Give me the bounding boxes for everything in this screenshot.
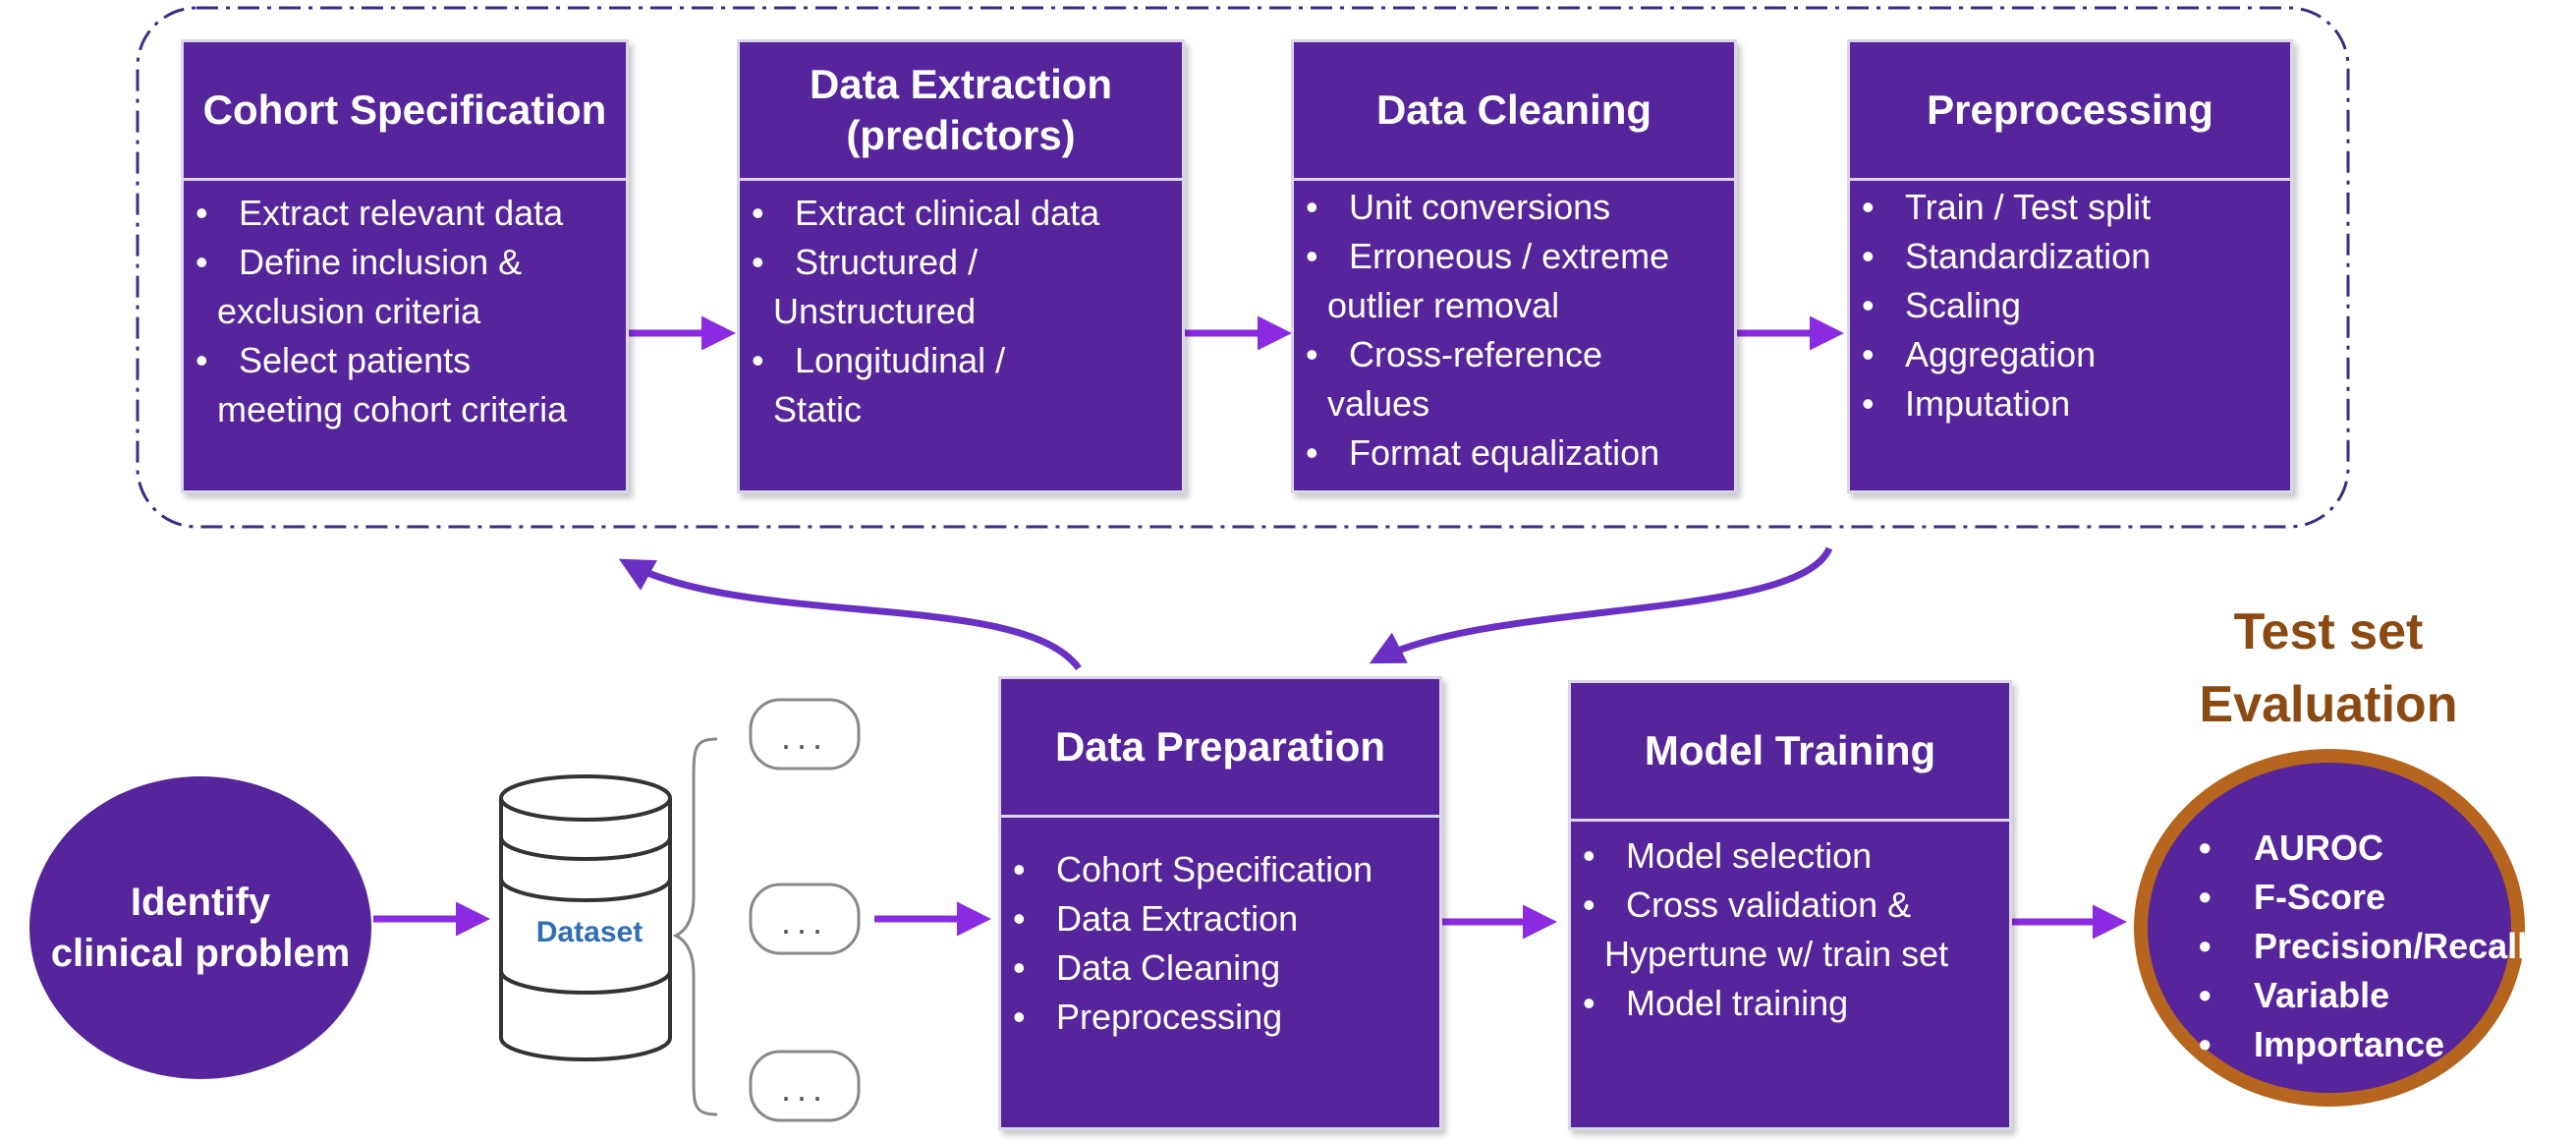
data-preparation-title: Data Preparation — [1001, 679, 1439, 818]
list-item: •Unit conversions — [1306, 187, 1611, 227]
data-extraction-box: Data Extraction (predictors) •Extract cl… — [737, 39, 1185, 493]
list-item: •Define inclusion & — [196, 242, 523, 282]
ellipsis-pill-middle — [749, 883, 861, 955]
list-item: •Structured / — [752, 242, 979, 282]
list-item: •Cross-reference — [1306, 334, 1603, 374]
model-training-body: •Model selection •Cross validation & Hyp… — [1571, 822, 2009, 1127]
preprocessing-box: Preprocessing •Train / Test split •Stand… — [1847, 39, 2293, 493]
data-cleaning-title: Data Cleaning — [1294, 42, 1734, 181]
list-item: •Extract clinical data — [752, 193, 1100, 233]
list-item: •Data Cleaning — [1013, 947, 1281, 988]
list-item: •Train / Test split — [1862, 187, 2152, 227]
model-training-box: Model Training •Model selection •Cross v… — [1568, 680, 2012, 1130]
list-item: •Scaling — [1862, 285, 2022, 325]
identify-clinical-problem-circle: Identify clinical problem — [29, 776, 371, 1079]
data-cleaning-box: Data Cleaning •Unit conversions •Erroneo… — [1291, 39, 1737, 493]
data-extraction-title: Data Extraction (predictors) — [740, 42, 1182, 181]
ellipsis-text-top: ... — [781, 716, 828, 757]
arrow-preparation-to-pipeline — [618, 558, 1082, 671]
list-item: •Preprocessing — [1013, 997, 1283, 1037]
dataset-label: Dataset — [536, 916, 643, 948]
list-item: meeting cohort criteria — [217, 389, 568, 429]
list-item: •Standardization — [1862, 236, 2152, 276]
list-item: •Extract relevant data — [196, 193, 564, 233]
list-item: Static — [773, 389, 863, 429]
list-item: •Cross validation & — [1583, 885, 1912, 925]
list-item: •Format equalization — [1306, 432, 1660, 473]
list-item: •Select patients — [196, 340, 472, 380]
list-item: •Precision/Recall — [2199, 926, 2528, 966]
list-item: •Model training — [1583, 983, 1849, 1023]
list-item: •Longitudinal / — [752, 340, 1006, 380]
evaluation-title: Test set Evaluation — [2199, 603, 2458, 733]
list-item: •Imputation — [1862, 383, 2071, 424]
list-item: •Importance — [2199, 1024, 2445, 1064]
ellipsis-text-bottom: ... — [781, 1068, 828, 1109]
list-item: •F-Score — [2199, 877, 2386, 917]
cohort-specification-title: Cohort Specification — [184, 42, 626, 181]
dataset-cylinder-icon — [499, 774, 672, 1061]
dataset-brace — [672, 737, 718, 1116]
evaluation-circle: •AUROC •F-Score •Precision/Recall •Varia… — [2134, 749, 2527, 1107]
data-extraction-body: •Extract clinical data •Structured / Uns… — [740, 181, 1182, 490]
list-item: •Variable — [2199, 975, 2390, 1015]
evaluation-metrics-list: •AUROC •F-Score •Precision/Recall •Varia… — [2199, 824, 2527, 1069]
list-item: •Cohort Specification — [1013, 849, 1373, 889]
list-item: •AUROC — [2199, 828, 2383, 868]
pipeline-dashed-frame — [136, 6, 2350, 529]
list-item: •Model selection — [1583, 835, 1873, 876]
list-item: •Aggregation — [1862, 334, 2097, 374]
arrow-pipeline-to-preparation — [1369, 546, 1833, 664]
preprocessing-body: •Train / Test split •Standardization •Sc… — [1850, 181, 2290, 490]
list-item: Hypertune w/ train set — [1604, 934, 1949, 974]
ellipsis-pill-top — [749, 698, 861, 771]
model-training-title: Model Training — [1571, 683, 2009, 822]
list-item: exclusion criteria — [217, 291, 481, 331]
ellipsis-text-middle: ... — [781, 901, 828, 942]
list-item: outlier removal — [1327, 285, 1560, 325]
data-cleaning-body: •Unit conversions •Erroneous / extreme o… — [1294, 181, 1734, 490]
list-item: •Data Extraction — [1013, 898, 1299, 939]
list-item: values — [1327, 383, 1430, 424]
list-item: •Erroneous / extreme — [1306, 236, 1670, 276]
preprocessing-title: Preprocessing — [1850, 42, 2290, 181]
data-preparation-box: Data Preparation •Cohort Specification •… — [998, 676, 1442, 1130]
cohort-specification-body: •Extract relevant data •Define inclusion… — [184, 181, 626, 490]
cohort-specification-box: Cohort Specification •Extract relevant d… — [181, 39, 629, 493]
list-item: Unstructured — [773, 291, 977, 331]
data-preparation-body: •Cohort Specification •Data Extraction •… — [1001, 818, 1439, 1127]
ellipsis-pill-bottom — [749, 1050, 861, 1122]
